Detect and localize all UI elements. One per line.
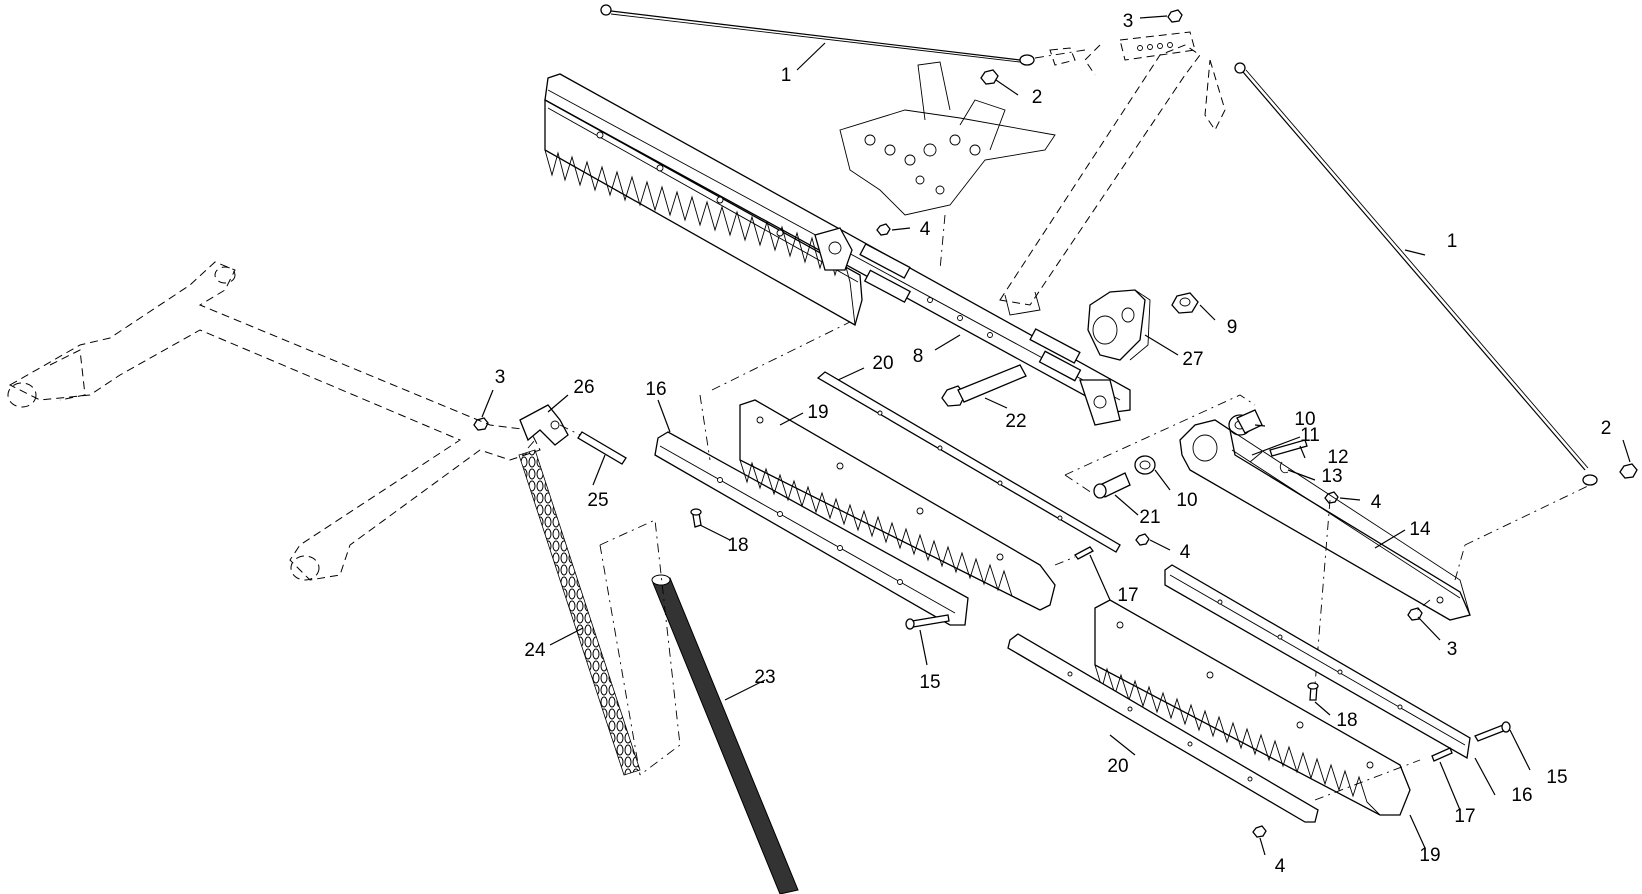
callout-3-left: 3 [495,367,506,388]
nut-4-b [1324,491,1339,504]
callout-19-left: 19 [807,402,828,423]
spring-dash-frame [599,519,681,776]
callout-18-left: 18 [727,535,748,556]
callout-22: 22 [1005,411,1026,432]
callout-2-top: 2 [1032,87,1043,108]
callout-labels: 1 1 2 2 3 3 3 4 4 4 4 8 9 10 10 11 12 13… [495,11,1612,877]
callout-23: 23 [754,667,775,688]
callout-1-left: 1 [781,65,792,86]
callout-8: 8 [913,346,924,367]
bolt-15-left [905,614,950,630]
bushing-10-upper [1228,409,1263,436]
callout-15-left: 15 [919,672,940,693]
knife-section-19-right [1094,599,1411,816]
guard-plate-16-right [1164,564,1471,760]
turnbuckle-rod-left [600,4,1086,66]
bolt-22 [941,364,1027,407]
callout-17-right: 17 [1454,806,1475,827]
turnbuckle-rod-right [1234,62,1598,486]
arm-to-rod-dash-2 [1464,484,1591,546]
pin-11 [1249,451,1263,463]
callout-10-upper: 10 [1294,409,1315,430]
pin-12 [1269,439,1308,457]
bolt-17-left [1054,546,1094,566]
bolt-18-left [690,508,702,528]
nut-3-top [1167,9,1183,23]
nut-9 [1171,292,1199,314]
chain-24 [518,439,641,776]
callout-17-left: 17 [1117,585,1138,606]
leader-lines [481,15,1631,856]
callout-2-right: 2 [1601,418,1612,439]
callout-25: 25 [587,490,608,511]
arm-to-rod-dash [1454,544,1466,581]
wear-bar-20-upper [816,371,1121,553]
bolt-17-right [1431,747,1453,762]
callout-4-a: 4 [920,219,931,240]
callout-13: 13 [1321,466,1342,487]
nut-2-right [1619,463,1638,479]
hitch-arm-ghost [999,31,1226,316]
spring-rod-23 [651,574,799,894]
nut-4-d [1252,825,1267,838]
callout-14: 14 [1409,519,1431,540]
callout-1-right: 1 [1447,231,1458,252]
nut-3-left [473,417,489,431]
nut-4-a [876,223,891,236]
callout-18-right: 18 [1336,710,1357,731]
clevis-26 [519,404,569,446]
bushing-21 [1093,472,1131,499]
pin-25 [559,424,627,465]
callout-3-right: 3 [1447,639,1458,660]
callout-12: 12 [1327,447,1348,468]
callout-11: 11 [1300,425,1320,446]
bushing-group-dash [1064,394,1256,496]
bushing-10-lower [1134,455,1156,475]
callout-24: 24 [524,640,546,661]
callout-27: 27 [1182,349,1203,370]
callout-10-lower: 10 [1176,490,1197,511]
callout-19-right: 19 [1419,845,1440,866]
callout-21: 21 [1139,507,1160,528]
pivot-bracket [1087,289,1151,361]
mounting-frame-ghost [839,61,1056,271]
callout-20-lower: 20 [1107,756,1128,777]
callout-15-right: 15 [1546,767,1567,788]
callout-16-left: 16 [645,379,666,400]
callout-20-upper: 20 [872,353,893,374]
lift-arm-ghost [7,261,541,581]
clip-13 [1279,461,1289,474]
callout-4-c: 4 [1180,542,1191,563]
knife-section-19-left [739,399,1056,611]
callout-16-right: 16 [1511,785,1532,806]
callout-4-b: 4 [1371,492,1382,513]
callout-26: 26 [573,377,594,398]
callout-4-d: 4 [1275,856,1286,877]
callout-3-top: 3 [1123,11,1134,32]
guard-plate-16-left [654,321,969,626]
nut-2-top [980,69,999,85]
nut-4-c [1135,533,1150,546]
upper-guard-knife [544,98,863,326]
callout-9: 9 [1227,317,1238,338]
bolt-15-right [1474,721,1511,742]
wear-bar-20-lower [1007,633,1421,823]
